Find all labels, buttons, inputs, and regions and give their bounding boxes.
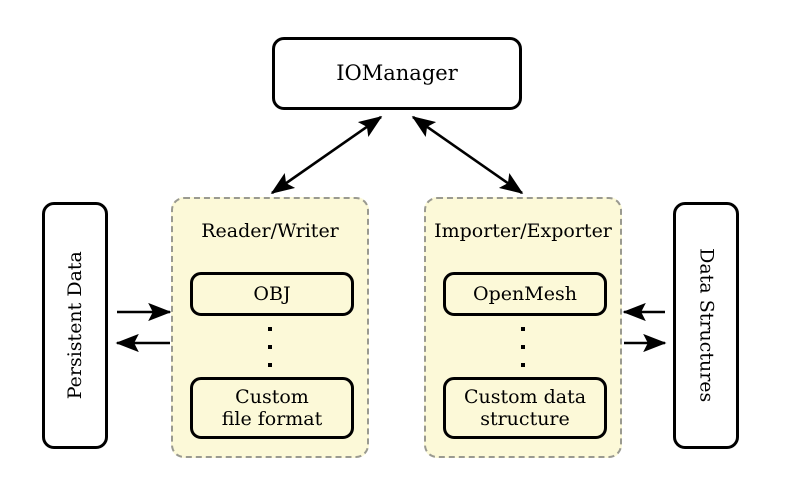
- connector-iomanager-reader-writer: [270, 115, 383, 195]
- panel-reader-writer: Reader/Writer OBJ Custom file format: [171, 197, 369, 458]
- node-openmesh-label: OpenMesh: [473, 282, 577, 305]
- node-custom-file-format-line1: Custom: [235, 385, 309, 408]
- node-custom-file-format-label: Custom file format: [222, 386, 323, 431]
- panel-reader-writer-title: Reader/Writer: [201, 220, 339, 242]
- node-custom-data-structure-label: Custom data structure: [464, 386, 586, 431]
- node-iomanager[interactable]: IOManager: [272, 37, 522, 110]
- node-persistent-data-label: Persistent Data: [63, 251, 86, 400]
- node-openmesh[interactable]: OpenMesh: [443, 272, 607, 316]
- node-custom-data-structure-line2: structure: [480, 408, 570, 430]
- ellipsis-vertical-dots-icon: [173, 327, 367, 367]
- node-obj[interactable]: OBJ: [190, 272, 354, 316]
- node-custom-file-format-line2: file format: [221, 408, 323, 430]
- node-data-structures[interactable]: Data Structures: [673, 202, 739, 449]
- panel-importer-exporter-title: Importer/Exporter: [434, 220, 612, 242]
- node-persistent-data[interactable]: Persistent Data: [42, 202, 108, 449]
- node-custom-data-structure-line1: Custom data: [463, 385, 587, 408]
- node-custom-file-format[interactable]: Custom file format: [190, 377, 354, 439]
- node-obj-label: OBJ: [253, 282, 291, 305]
- node-data-structures-label: Data Structures: [695, 248, 718, 403]
- panel-importer-exporter: Importer/Exporter OpenMesh Custom data s…: [424, 197, 622, 458]
- connector-iomanager-importer-exporter: [411, 115, 524, 195]
- node-iomanager-label: IOManager: [336, 61, 458, 86]
- ellipsis-vertical-dots-icon: [426, 327, 620, 367]
- node-custom-data-structure[interactable]: Custom data structure: [443, 377, 607, 439]
